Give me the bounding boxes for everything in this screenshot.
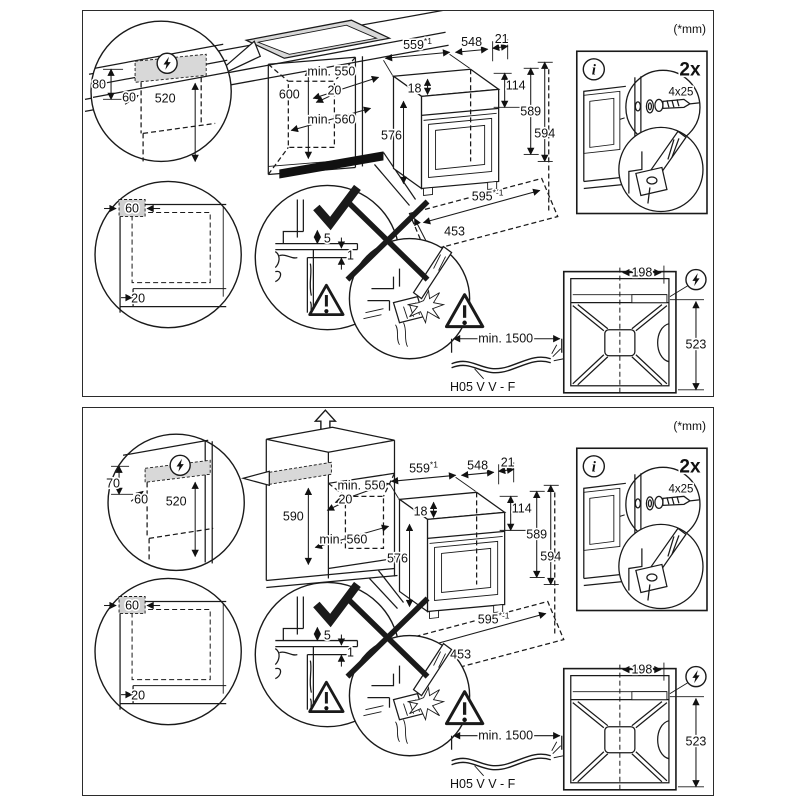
dim-niche-gap: 20 <box>327 83 341 97</box>
dim-oven-height-a: 589 <box>520 104 541 118</box>
dim-fixing-gap: 1 <box>347 646 354 660</box>
dim-rear-height: 523 <box>686 735 707 749</box>
dim-oven-body-height: 576 <box>381 128 402 142</box>
corner-cutout-detail <box>95 181 241 327</box>
dim-fixing-gap: 1 <box>347 249 354 263</box>
hardware-quantity: 2x <box>679 456 701 477</box>
hardware-quantity: 2x <box>679 59 701 80</box>
dim-corner-side: 60 <box>125 599 139 613</box>
dim-fixing-clearance: 5 <box>324 232 331 246</box>
dim-oven-height-b: 594 <box>540 549 561 563</box>
oven-dimension-labels: 559*1 548 21 18 114 589 594 576 595*-1 4… <box>379 31 556 241</box>
dim-power-offset: 60 <box>122 90 136 104</box>
dim-corner-bottom: 20 <box>131 292 145 306</box>
dim-oven-control-height: 114 <box>506 78 526 92</box>
dim-oven-top-gap: 18 <box>414 504 428 518</box>
corner-cutout-detail <box>95 578 241 724</box>
dim-power-drop: 520 <box>155 91 176 105</box>
dim-fixing-clearance: 5 <box>324 629 331 643</box>
dim-niche-height: 600 <box>279 87 300 101</box>
oven-rear-view-drawing <box>564 663 706 792</box>
dim-oven-top-width: 559*1 <box>409 459 438 475</box>
dim-corner-side: 60 <box>125 202 139 216</box>
dim-oven-top-depth: 548 <box>461 35 482 49</box>
panel-built-under-installation: (*mm) 80 60 520 600 min. 550 20 min. 560… <box>82 10 714 397</box>
dim-oven-front-width: 595*-1 <box>472 187 504 203</box>
dim-power-offset: 60 <box>134 492 148 506</box>
dim-niche-height: 590 <box>283 509 304 523</box>
dim-oven-height-a: 589 <box>526 527 547 541</box>
dim-power-clearance: 80 <box>92 77 106 91</box>
dim-rear-offset: 198 <box>631 266 652 280</box>
dim-oven-height-b: 594 <box>534 126 555 140</box>
dim-niche-depth: min. 550 <box>307 64 355 78</box>
unit-note: (*mm) <box>673 419 706 433</box>
dim-rear-offset: 198 <box>631 663 652 677</box>
cable-min-length: min. 1500 <box>478 729 533 743</box>
dim-niche-depth: min. 550 <box>337 478 385 492</box>
dim-oven-control-height: 114 <box>512 501 532 515</box>
dim-oven-door-depth: 453 <box>450 648 471 662</box>
dim-rear-height: 523 <box>686 338 707 352</box>
dim-power-drop: 520 <box>166 494 187 508</box>
dim-niche-width: min. 560 <box>319 532 367 546</box>
tall-cabinet-niche-drawing <box>108 410 403 608</box>
dim-power-clearance: 70 <box>106 476 120 490</box>
oven-dimension-labels: 559*1 548 21 18 114 589 594 576 595*-1 4… <box>385 454 562 664</box>
unit-note: (*mm) <box>673 22 706 36</box>
cable-type: H05 V V - F <box>450 777 516 791</box>
dim-oven-door-depth: 453 <box>444 225 465 239</box>
dim-corner-bottom: 20 <box>131 689 145 703</box>
dim-oven-top-gap: 18 <box>408 81 422 95</box>
dim-niche-gap: 20 <box>338 492 352 506</box>
dim-oven-front-lip: 21 <box>501 455 515 469</box>
oven-isometric-drawing <box>383 39 557 255</box>
hardware-screw-size: 4x25 <box>668 86 693 98</box>
hardware-screw-size: 4x25 <box>668 483 693 495</box>
dim-oven-top-width: 559*1 <box>403 36 432 52</box>
dim-oven-top-depth: 548 <box>467 458 488 472</box>
oven-rear-view-drawing <box>564 266 706 395</box>
dim-oven-front-width: 595*-1 <box>478 611 510 627</box>
cable-type: H05 V V - F <box>450 380 516 394</box>
info-icon: i <box>592 62 597 78</box>
panel-column-installation: (*mm) 70 60 520 590 min. 550 20 min. 560… <box>82 407 714 796</box>
dim-oven-body-height: 576 <box>387 551 408 565</box>
dim-niche-width: min. 560 <box>307 112 355 126</box>
info-icon: i <box>592 459 597 475</box>
cable-min-length: min. 1500 <box>478 332 533 346</box>
dim-oven-front-lip: 21 <box>495 32 509 46</box>
